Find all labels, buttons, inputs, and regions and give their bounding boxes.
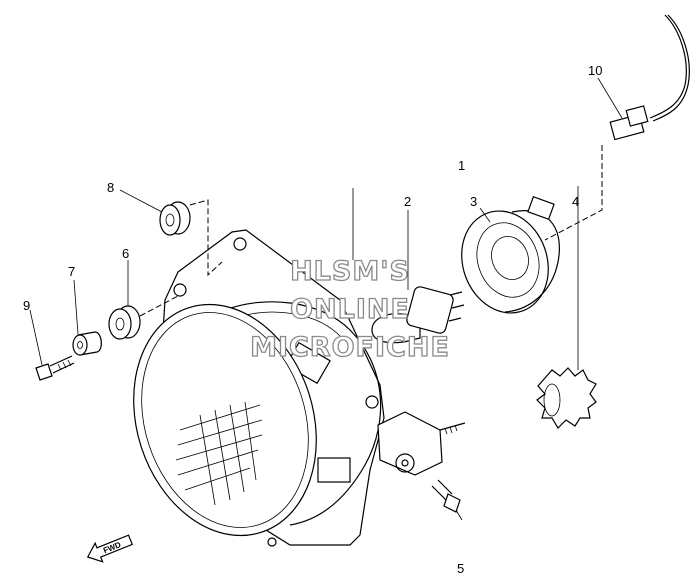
callout-10: 10 [588,63,602,78]
leader-lines [29,77,623,521]
watermark-line-3: MICROFICHE [250,332,450,363]
callout-9: 9 [23,298,30,313]
watermark-line-1: HLSM'S [290,256,410,287]
callout-5: 5 [457,561,464,576]
adjuster-assembly [377,411,466,476]
bolt-lower [431,479,461,513]
callout-2: 2 [404,194,411,209]
headlight-housing [224,301,382,526]
collar [72,331,102,356]
grommet-upper [159,199,223,277]
adjuster-gear [536,367,597,429]
watermark-line-2: ONLINE [290,294,410,325]
damper [108,295,179,340]
callout-8: 8 [107,180,114,195]
callout-4: 4 [572,194,579,209]
watermark: HLSM'S ONLINE MICROFICHE [249,255,450,363]
bulb [371,286,465,344]
wire-connector [544,14,690,241]
bulb-cover [461,195,560,314]
bolt-side [35,355,75,381]
callout-1: 1 [458,158,465,173]
callout-7: 7 [68,264,75,279]
fwd-arrow-icon: FWD [86,534,134,563]
callout-6: 6 [122,246,129,261]
headlight-lens [133,303,317,547]
callout-labels: 1 2 3 4 5 6 7 8 9 10 [23,63,602,576]
callout-3: 3 [470,194,477,209]
